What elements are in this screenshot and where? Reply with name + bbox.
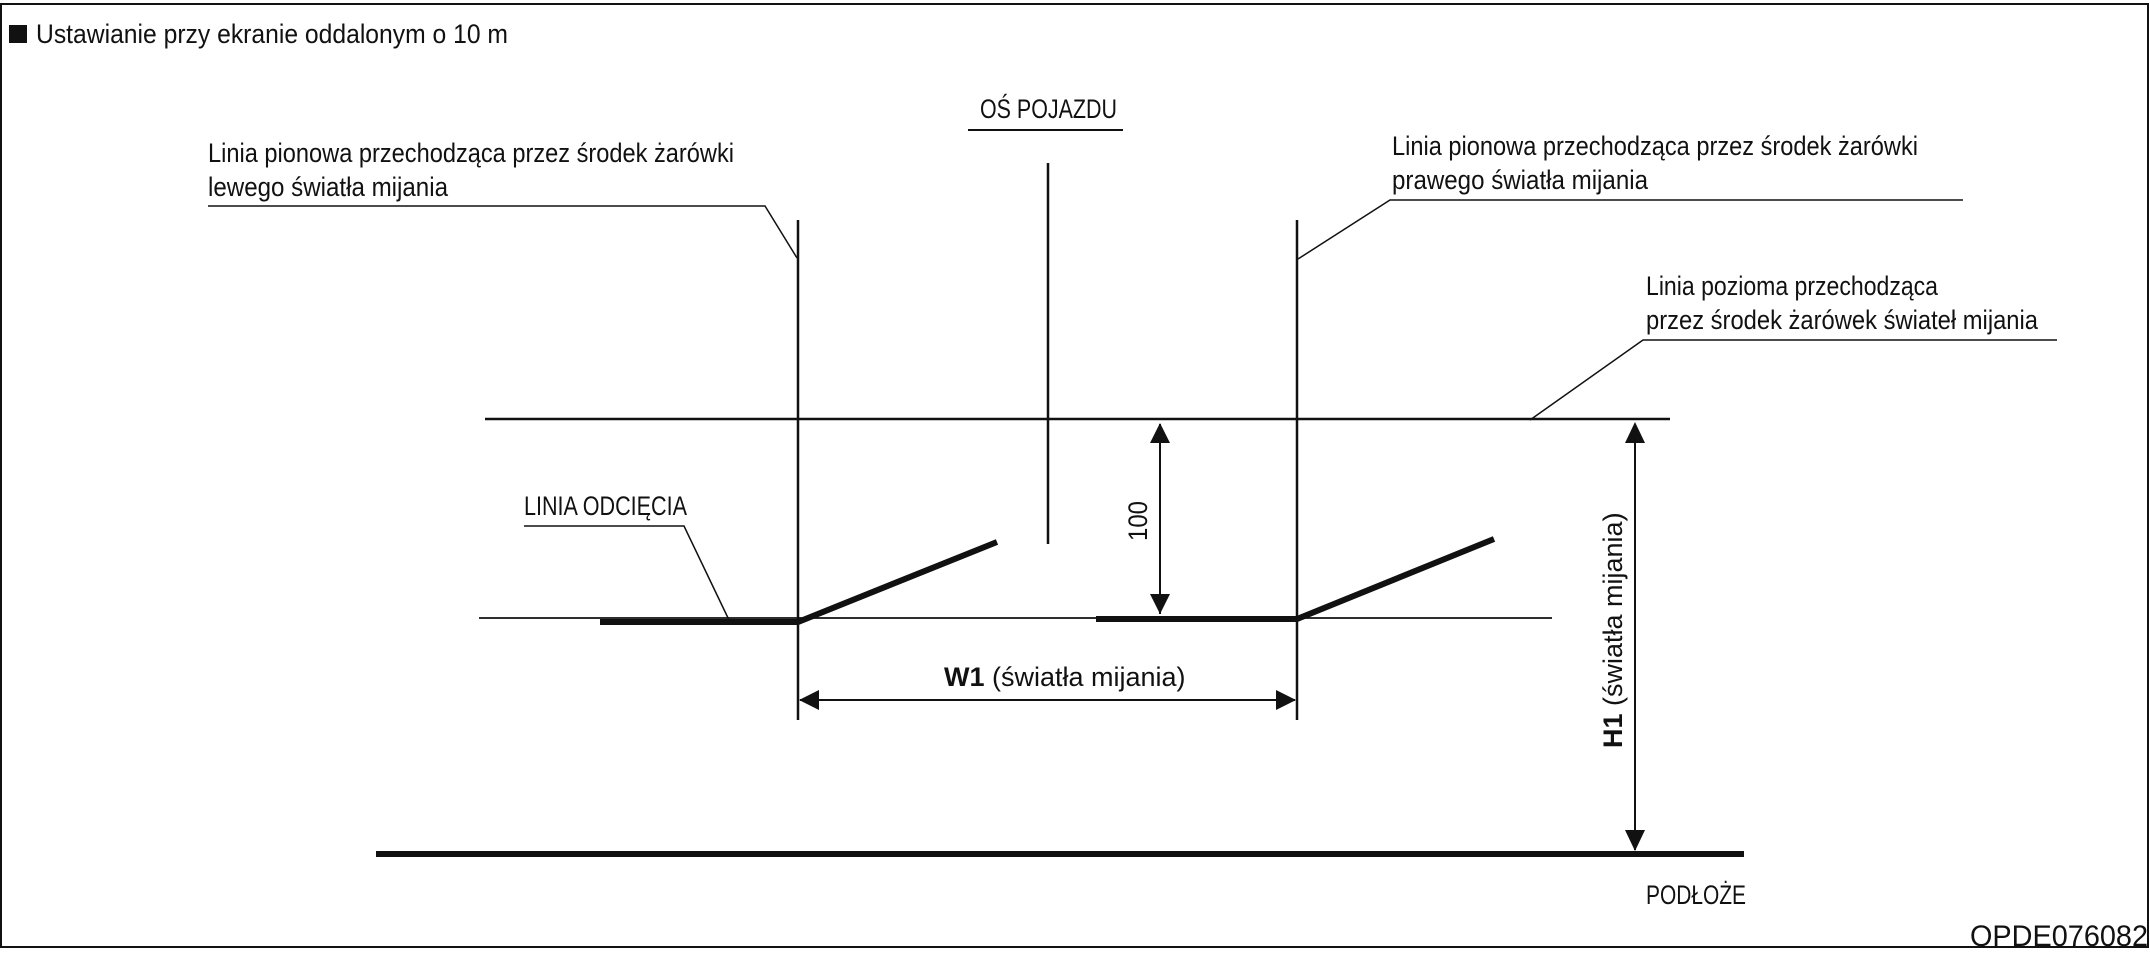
h1-label-rest: (światła mijania) — [1598, 512, 1628, 713]
left-cutoff-pattern — [600, 539, 999, 625]
h1-label: H1 (światła mijania) — [1598, 512, 1628, 748]
right-vertical-line-label-1: Linia pionowa przechodząca przez środek … — [1392, 131, 1918, 161]
dimension-100-arrow-bottom — [1150, 594, 1170, 614]
vehicle-axis-label: OŚ POJAZDU — [980, 92, 1117, 124]
title-bullet-icon — [9, 25, 27, 43]
h1-arrow-bottom — [1625, 830, 1645, 851]
left-vertical-line-leader — [208, 205, 798, 259]
horizontal-line-label-2: przez środek żarówek świateł mijania — [1646, 305, 2039, 335]
figure-code: OPDE076082 — [1970, 920, 2148, 953]
right-vertical-line-label-2: prawego światła mijania — [1392, 165, 1649, 195]
w1-label-rest: (światła mijania) — [985, 662, 1186, 692]
cutoff-line-leader — [524, 525, 730, 621]
left-vertical-line-label-1: Linia pionowa przechodząca przez środek … — [208, 138, 734, 168]
horizontal-line-leader — [1529, 339, 2057, 421]
dimension-100-label: 100 — [1123, 501, 1153, 541]
cutoff-line-label: LINIA ODCIĘCIA — [524, 491, 687, 521]
h1-label-bold: H1 — [1598, 713, 1628, 748]
w1-arrow-right — [1276, 690, 1296, 710]
w1-label-bold: W1 — [944, 662, 985, 692]
horizontal-line-label-1: Linia pozioma przechodząca — [1646, 271, 1939, 301]
w1-arrow-left — [799, 690, 819, 710]
w1-label: W1 (światła mijania) — [944, 662, 1186, 692]
dimension-100-arrow-top — [1150, 423, 1170, 443]
right-vertical-line-leader — [1297, 199, 1963, 260]
diagram-title: Ustawianie przy ekranie oddalonym o 10 m — [36, 19, 508, 49]
frame-border — [0, 3, 2149, 948]
h1-arrow-top — [1625, 422, 1645, 443]
ground-label: PODŁOŻE — [1646, 879, 1746, 910]
right-cutoff-pattern — [1096, 536, 1496, 622]
left-vertical-line-label-2: lewego światła mijania — [208, 172, 449, 202]
